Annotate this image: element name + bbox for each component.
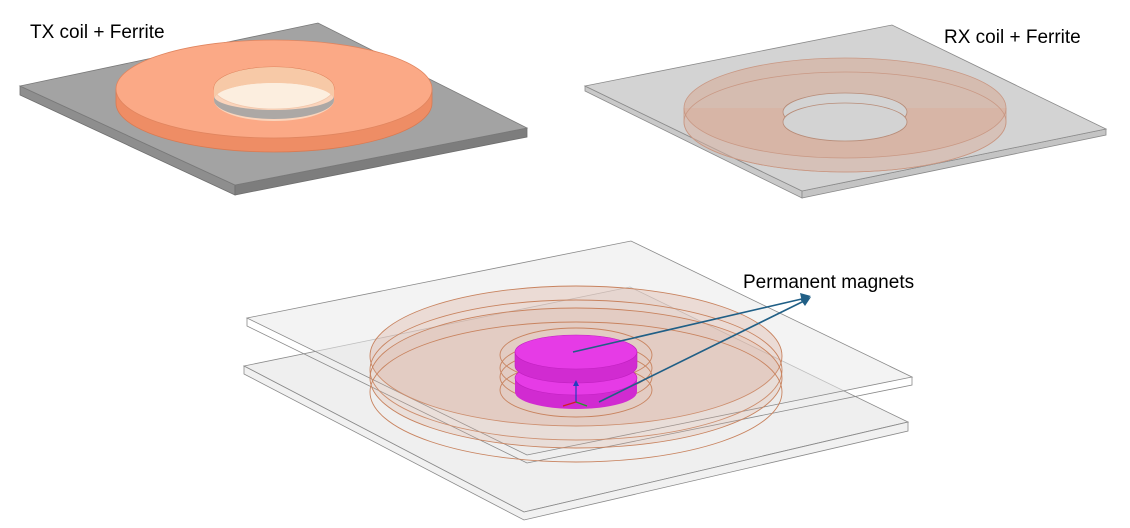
magnet-annotation-arrows [572,293,811,403]
rx-assembly [583,24,1108,199]
axis-triad-icon [562,380,588,407]
combined-assembly [242,240,914,521]
rx-coil [683,57,1007,173]
rx-label: RX coil + Ferrite [944,27,1081,48]
tx-coil [115,39,433,153]
tx-label: TX coil + Ferrite [30,22,165,43]
tx-assembly [18,22,529,196]
magnets-label: Permanent magnets [743,272,914,293]
